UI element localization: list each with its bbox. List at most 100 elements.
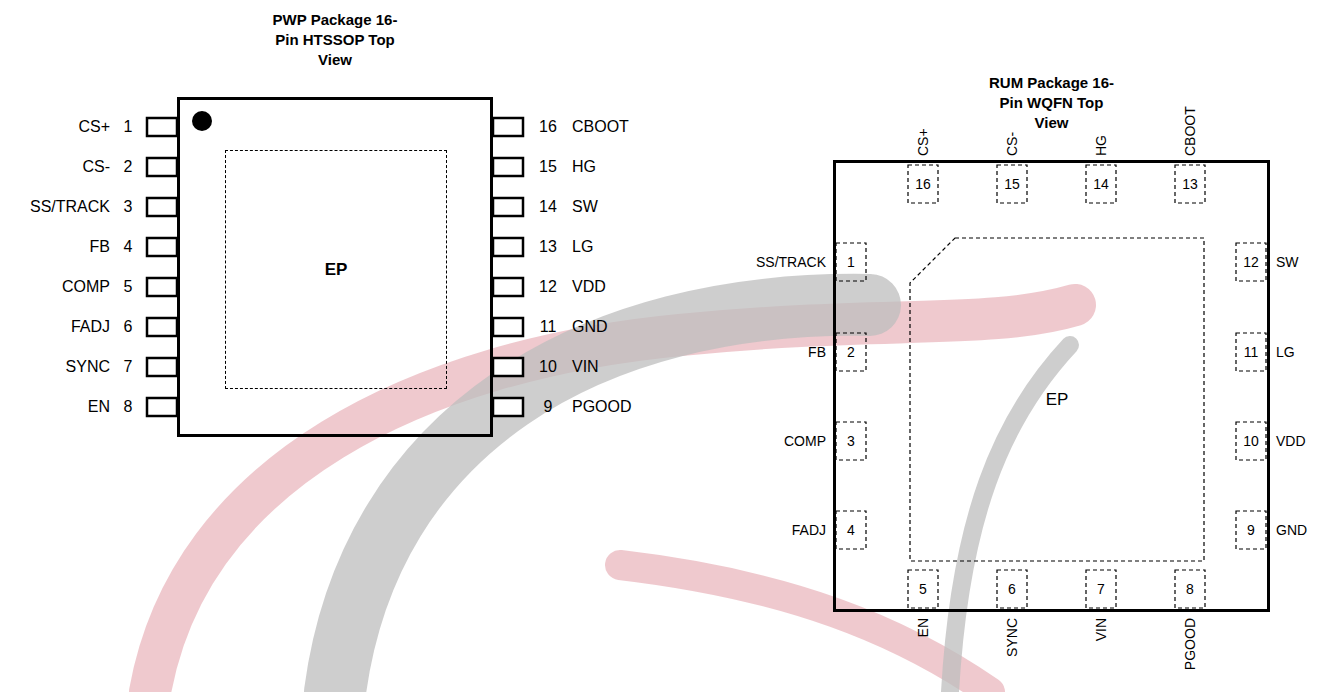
pin-name: SW <box>572 198 598 216</box>
pin-stub <box>493 358 523 376</box>
pin-number: 9 <box>1247 522 1255 538</box>
pin-number: 2 <box>124 158 133 176</box>
pin-pad <box>1086 570 1116 608</box>
pin-pad <box>908 570 938 608</box>
pin-number: 16 <box>915 176 931 192</box>
pin-stub <box>147 198 177 216</box>
pin-pad <box>1236 333 1266 371</box>
pin-name: COMP <box>62 278 110 296</box>
pin-stub <box>493 278 523 296</box>
pin-name: HG <box>572 158 596 176</box>
pin-pad <box>836 511 866 549</box>
pin-pad <box>997 570 1027 608</box>
pin-number: 2 <box>847 344 855 360</box>
pad-label: EP <box>1046 390 1069 410</box>
package-body: PWP Package 16-Pin HTSSOP Top ViewEP <box>177 97 493 437</box>
pin-stub <box>147 278 177 296</box>
pin-name: FB <box>90 238 110 256</box>
pin-name: HG <box>1093 135 1109 156</box>
pad-label: EP <box>325 260 348 280</box>
pin-number: 14 <box>539 198 557 216</box>
pin-pad <box>1086 165 1116 203</box>
package-title: RUM Package 16-Pin WQFN Top View <box>982 73 1122 133</box>
pin-number: 8 <box>124 398 133 416</box>
pin-number: 12 <box>539 278 557 296</box>
package-title: PWP Package 16-Pin HTSSOP Top View <box>265 10 405 70</box>
pin-name: VIN <box>1093 618 1109 641</box>
pin-number: 4 <box>847 522 855 538</box>
pin-stub <box>147 118 177 136</box>
pin-name: FADJ <box>71 318 110 336</box>
pin-pad <box>1236 511 1266 549</box>
pin-name: FB <box>808 344 826 360</box>
pin-stub <box>147 358 177 376</box>
pin-number: 11 <box>1244 344 1259 360</box>
pin-stub <box>147 398 177 416</box>
pin-number: 15 <box>1004 176 1020 192</box>
pin-stub <box>493 398 523 416</box>
pin-number: 10 <box>1243 433 1259 449</box>
pin-name: LG <box>572 238 593 256</box>
pin-name: VDD <box>572 278 606 296</box>
pin-name: CBOOT <box>572 118 629 136</box>
watermark-swoosh <box>150 305 1075 692</box>
pin-number: 6 <box>1008 581 1016 597</box>
pin-pad <box>836 422 866 460</box>
pin-pad <box>1236 422 1266 460</box>
pin-number: 11 <box>540 318 557 336</box>
pin-number: 10 <box>539 358 557 376</box>
pin-name: SYNC <box>1004 618 1020 657</box>
pin-pad <box>908 165 938 203</box>
pin-number: 6 <box>124 318 133 336</box>
pin-name: CS- <box>1004 132 1020 156</box>
pin-pad <box>836 243 866 281</box>
pin-number: 9 <box>544 398 553 416</box>
pin-stub <box>147 238 177 256</box>
pin-name: SYNC <box>66 358 110 376</box>
pin-stub <box>493 318 523 336</box>
pin-number: 12 <box>1243 254 1259 270</box>
pin-name: VDD <box>1276 433 1306 449</box>
pin-number: 14 <box>1093 176 1109 192</box>
watermark-swoosh <box>620 565 990 692</box>
pin-number: 8 <box>1186 581 1194 597</box>
pin-pad <box>997 165 1027 203</box>
pin-number: 5 <box>919 581 927 597</box>
pin-number: 7 <box>1097 581 1105 597</box>
pin-number: 7 <box>124 358 133 376</box>
pin-number: 15 <box>539 158 557 176</box>
pin-name: PGOOD <box>572 398 632 416</box>
watermark <box>150 305 1075 692</box>
watermark-arc <box>950 345 1070 692</box>
package-body: RUM Package 16-Pin WQFN Top ViewEP <box>833 160 1270 612</box>
pin-number: 16 <box>539 118 557 136</box>
pin-stub <box>147 158 177 176</box>
pad-outline <box>910 238 1204 561</box>
exposed-pad: EP <box>225 150 447 389</box>
pin-name: CS+ <box>78 118 110 136</box>
pin-name: CS+ <box>915 128 931 156</box>
pin1-dot <box>192 111 212 131</box>
pin-number: 5 <box>124 278 133 296</box>
pin-stub <box>493 198 523 216</box>
pin-number: 13 <box>539 238 557 256</box>
pin-name: GND <box>1276 522 1307 538</box>
pin-name: EN <box>88 398 110 416</box>
pin-name: SW <box>1276 254 1299 270</box>
pin-stub <box>493 118 523 136</box>
pin-stubs <box>147 118 523 416</box>
pin-number: 4 <box>124 238 133 256</box>
pin-pads <box>836 165 1266 608</box>
pin-number: 1 <box>847 254 855 270</box>
pin-name: FADJ <box>792 522 826 538</box>
pin-name: LG <box>1276 344 1295 360</box>
pin-name: CBOOT <box>1182 106 1198 156</box>
pin-name: EN <box>915 618 931 637</box>
pin-stub <box>493 158 523 176</box>
pin-name: COMP <box>784 433 826 449</box>
pin-number: 3 <box>847 433 855 449</box>
exposed-pad: EP <box>909 237 1205 562</box>
